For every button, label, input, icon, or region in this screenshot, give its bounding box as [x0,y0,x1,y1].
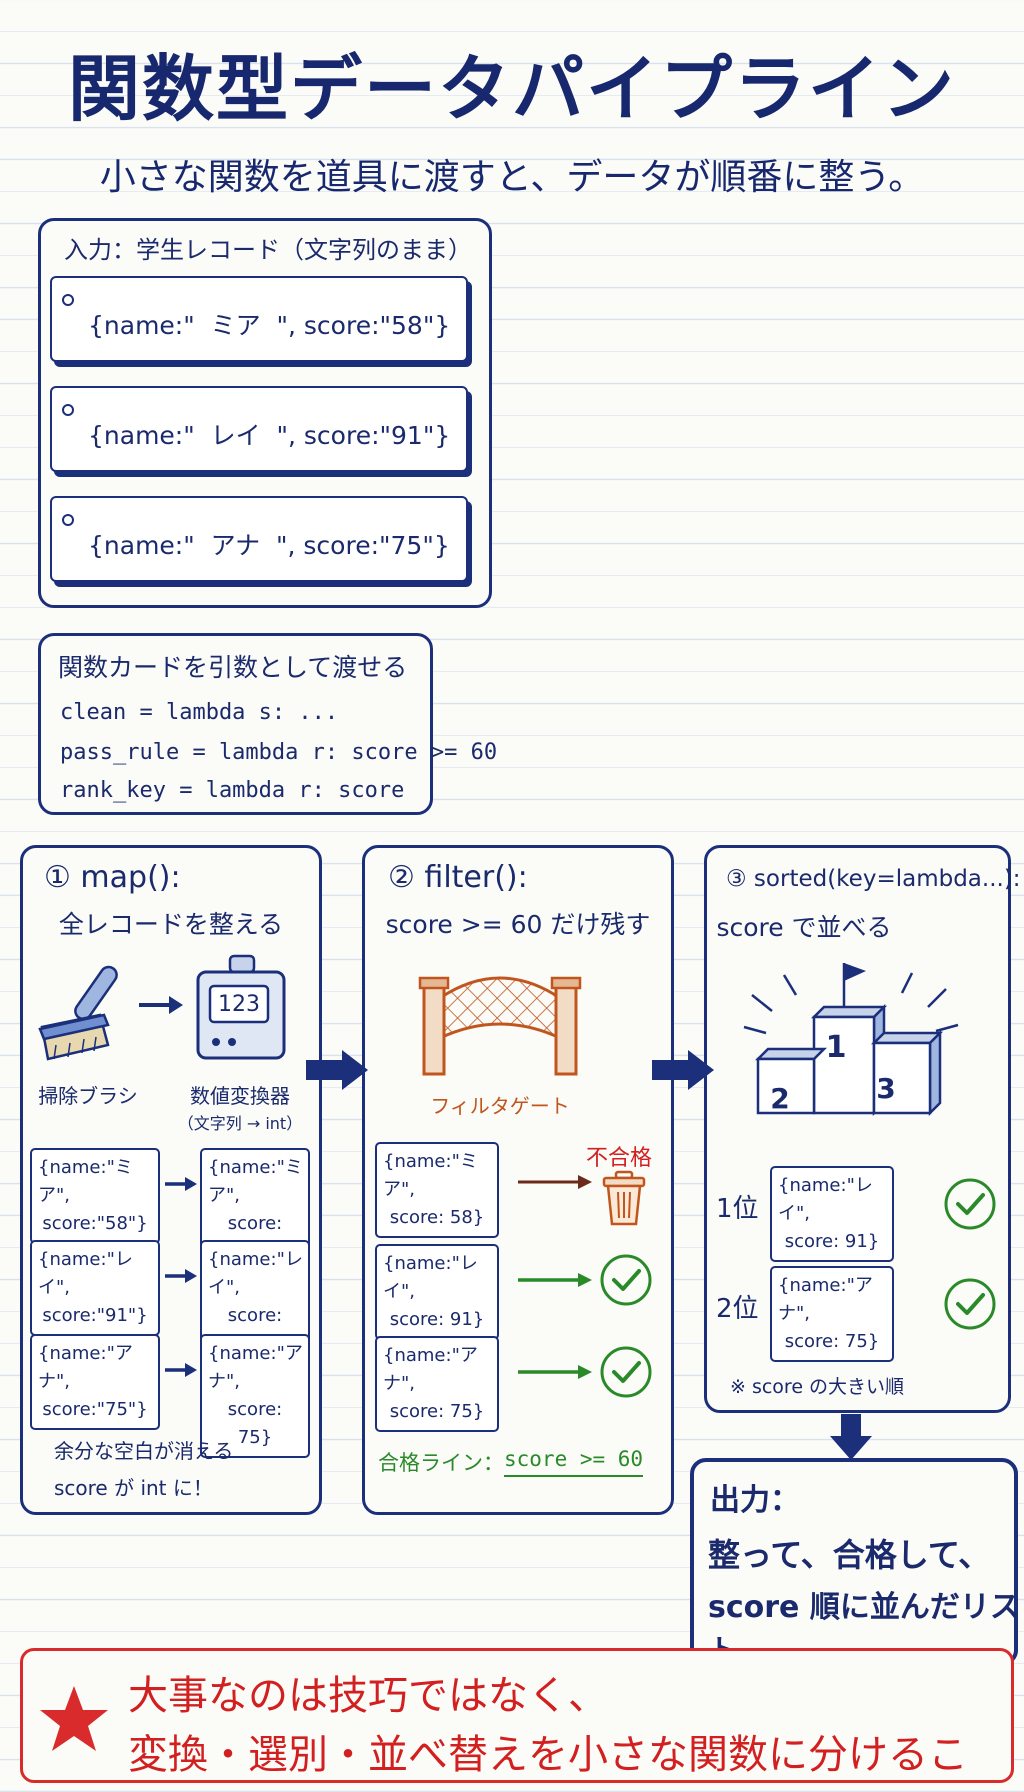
fail-label: 不合格 [586,1146,653,1171]
arrow-right-pass-icon [518,1365,592,1379]
sorted-record: {name:"レイ", score: 91} [770,1166,894,1262]
record-line: score: 75} [784,1331,880,1352]
pass-line-label: 合格ライン： [378,1451,504,1475]
page-subtitle: 小さな関数を道具に渡すと、データが順番に整う。 [99,157,925,198]
arrow-right-fail-icon [518,1175,592,1189]
pin-icon [62,514,74,526]
filter-record: {name:"アナ", score: 75} [375,1336,499,1432]
converter-label: 数値変換器 [190,1084,290,1108]
trash-can-icon [602,1170,646,1226]
big-arrow-right-icon [306,1050,368,1090]
output-title: 出力： [710,1483,800,1518]
record-line: {name:"ミア", [38,1157,133,1206]
stage3-subheading: score で並べる [716,913,892,942]
stage2-subheading: score >= 60 だけ残す [385,910,651,939]
arrow-right-pass-icon [518,1273,592,1287]
map-input-record: {name:"アナ", score:"75"} [30,1334,160,1430]
sorted-record: {name:"アナ", score: 75} [770,1266,894,1362]
filter-record: {name:"レイ", score: 91} [375,1244,499,1340]
stage2-heading: ② filter(): [388,860,528,895]
record-line: score: 75} [389,1401,485,1422]
big-arrow-right-icon [652,1050,714,1090]
key-note-panel [20,1648,1014,1783]
sort-note: ※ score の大きい順 [730,1376,905,1398]
output-line-1: 整って、合格して、 [708,1536,991,1574]
key-note-line-2: 変換・選別・並べ替えを小さな関数に分けること。 [128,1732,968,1792]
check-icon [944,1178,996,1230]
pass-line-expression: score >= 60 [504,1447,644,1477]
map-input-record: {name:"ミア", score:"58"} [30,1148,160,1244]
input-record-text: {name:" アナ ", score:"75"} [88,531,450,560]
arrow-right-icon [165,1363,197,1377]
stage1-heading: ① map(): [44,860,181,895]
function-card-title: 関数カードを引数として渡せる [58,653,408,682]
arrow-right-icon [139,996,183,1014]
record-line: {name:"ミア", [208,1157,303,1206]
input-record: {name:" レイ ", score:"91"} [50,386,468,472]
podium-second: 2 [770,1082,790,1115]
input-record: {name:" ミア ", score:"58"} [50,276,468,362]
map-input-record: {name:"レイ", score:"91"} [30,1240,160,1336]
podium-icon [743,963,959,1117]
page-title: 関数型データパイプライン [67,47,956,131]
record-line: {name:"アナ", [383,1345,478,1394]
record-line: score:"75"} [42,1399,148,1420]
record-line: {name:"アナ", [38,1343,133,1392]
record-line: score: 91} [784,1231,880,1252]
input-record: {name:" アナ ", score:"75"} [50,496,468,582]
rank-label: 2位 [716,1294,759,1324]
record-line: {name:"レイ", [208,1249,303,1298]
record-line: {name:"レイ", [38,1249,133,1298]
check-icon [600,1346,652,1398]
stage3-heading: ③ sorted(key=lambda...): [726,866,1021,892]
converter-display: 123 [218,992,260,1017]
record-line: {name:"レイ", [383,1253,478,1302]
input-record-text: {name:" ミア ", score:"58"} [88,311,451,340]
check-icon [944,1278,996,1330]
arrow-right-icon [165,1269,197,1283]
map-output-record: {name:"アナ", score: 75} [200,1334,310,1458]
podium-third: 3 [876,1072,896,1105]
filter-gate-icon [418,976,582,1076]
arrow-right-icon [165,1177,197,1191]
arrow-down-icon [830,1414,872,1460]
function-line: clean = lambda s: ... [60,700,339,725]
function-line: rank_key = lambda r: score [60,778,405,803]
record-line: {name:"アナ", [208,1343,303,1392]
brush-label: 掃除ブラシ [38,1084,138,1108]
function-card-panel [38,633,433,815]
filter-gate-label: フィルタゲート [430,1094,570,1118]
key-note-line-1: 大事なのは技巧ではなく、 [128,1673,608,1719]
map-note-2: score が int に！ [54,1476,213,1500]
converter-icon [196,954,286,1060]
rank-label: 1位 [716,1194,759,1224]
pin-icon [62,404,74,416]
function-line: pass_rule = lambda r: score >= 60 [60,740,498,765]
record-line: score: 75} [227,1399,283,1448]
brush-icon [38,965,118,1061]
podium-first: 1 [825,1030,847,1065]
input-record-text: {name:" レイ ", score:"91"} [88,421,451,450]
check-icon [600,1254,652,1306]
record-line: score:"91"} [42,1305,148,1326]
record-line: {name:"ミア", [383,1151,478,1200]
pin-icon [62,294,74,306]
record-line: {name:"レイ", [778,1175,873,1224]
record-line: score: 91} [389,1309,485,1330]
record-line: {name:"アナ", [778,1275,873,1324]
record-line: score: 58} [389,1207,485,1228]
input-title: 入力：学生レコード（文字列のまま） [64,236,472,264]
stage1-subheading: 全レコードを整える [58,910,284,939]
filter-record: {name:"ミア", score: 58} [375,1142,499,1238]
converter-sub-label: （文字列 → int） [177,1114,303,1133]
star-icon [40,1686,108,1751]
map-note-1: 余分な空白が消える [54,1439,234,1463]
record-line: score:"58"} [42,1213,148,1234]
output-panel [690,1458,1018,1666]
